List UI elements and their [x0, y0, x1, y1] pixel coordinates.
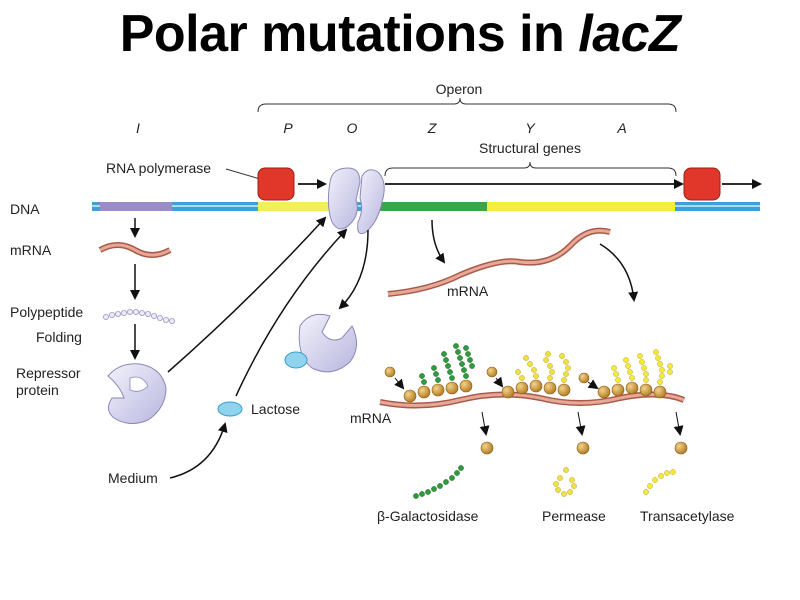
page-title: Polar mutations in lacZ: [119, 5, 681, 63]
gene-i-label: I: [136, 120, 140, 136]
rna-polymerase-icon: [257, 167, 295, 201]
permease-label: Permease: [542, 508, 606, 524]
gene-z-label: Z: [427, 120, 437, 136]
gene-p-label: P: [283, 120, 293, 136]
permease-nascent: [515, 351, 571, 383]
arrow-medium-to-lactose: [169, 422, 228, 479]
medium-label: Medium: [108, 470, 158, 486]
transacetylase-label: Transacetylase: [640, 508, 735, 524]
dna-label: DNA: [10, 201, 40, 217]
repressor-protein-icon: [107, 363, 167, 424]
polypeptide-chain: [103, 308, 175, 324]
gene-o-label: O: [347, 120, 358, 136]
polypeptide-label: Polypeptide: [10, 304, 83, 320]
arrow-to-mrna: [431, 219, 446, 264]
mrna-top-label: mRNA: [447, 283, 489, 299]
beta-galactosidase-nascent: [419, 343, 475, 385]
beta-galactosidase-product: [413, 465, 464, 499]
structural-genes-bracket: [384, 161, 677, 177]
mrna-left-label: mRNA: [10, 242, 52, 258]
rna-polymerase-label: RNA polymerase: [106, 160, 211, 176]
transacetylase-product: [643, 469, 676, 495]
folding-label: Folding: [36, 329, 82, 345]
dna-strand: [92, 202, 760, 211]
permease-product: [553, 467, 577, 497]
operon-bracket: [257, 97, 677, 113]
arrow-to-translation: [599, 243, 639, 302]
rna-polymerase-leader: [225, 168, 261, 180]
beta-galactosidase-label: β-Galactosidase: [377, 508, 479, 524]
rna-polymerase-end-icon: [683, 167, 721, 201]
ribosomes: [384, 366, 667, 403]
arrow-lactose-to-repressor: [235, 228, 348, 397]
transacetylase-nascent: [611, 349, 673, 385]
repressor-label-2: protein: [16, 382, 59, 398]
released-ribosomes: [480, 441, 688, 455]
lactose-label: Lactose: [251, 401, 300, 417]
gene-name: lacZ: [578, 5, 681, 63]
bound-repressor-icon: [327, 167, 385, 235]
repressor-label-1: Repressor: [16, 365, 81, 381]
gene-y-label: Y: [525, 120, 536, 136]
bound-lactose-icon: [284, 351, 308, 369]
gene-a-label: A: [616, 120, 626, 136]
lactose-icon: [217, 401, 243, 417]
operon-label: Operon: [436, 81, 483, 97]
mrna-bottom-label: mRNA: [350, 410, 392, 426]
structural-genes-label: Structural genes: [479, 140, 581, 156]
inactive-repressor-icon: [284, 313, 357, 373]
arrow-repressor-release: [338, 229, 369, 310]
arrow-repressor-to-operator: [167, 216, 327, 373]
